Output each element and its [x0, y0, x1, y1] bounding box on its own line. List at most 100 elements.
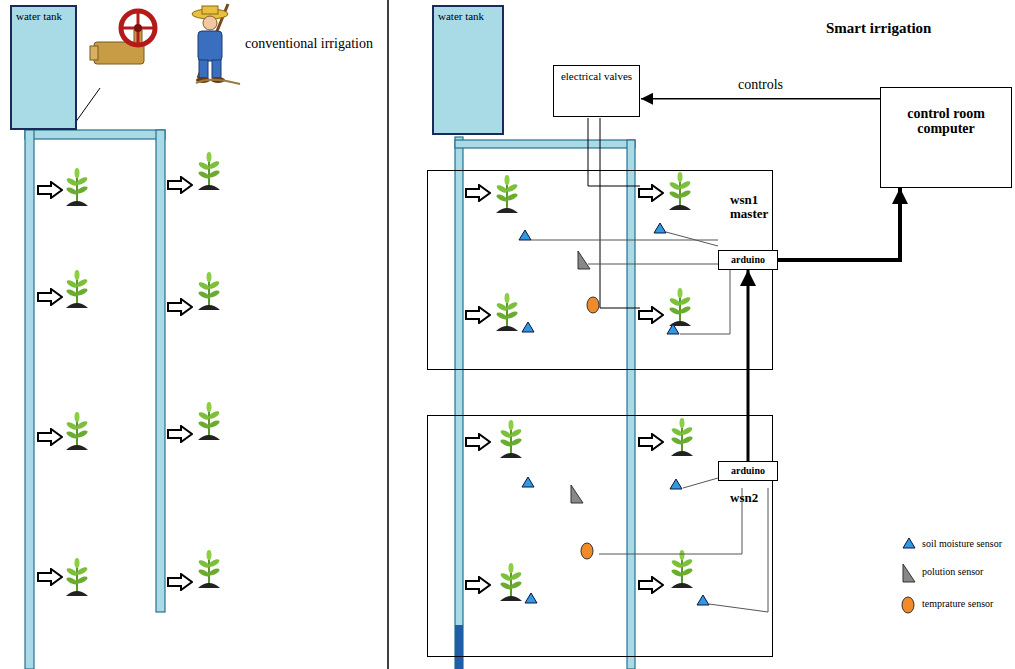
- sensor-wire: [683, 478, 718, 488]
- wsn-region: wsn1 masterarduino: [427, 170, 773, 370]
- node-text: electrical valves: [558, 70, 635, 82]
- node-text: arduino: [721, 465, 775, 476]
- legend-text: temprature sensor: [922, 598, 993, 609]
- sensor-wire: [680, 268, 730, 334]
- plant-icon: [670, 418, 693, 456]
- water-outlet-arrow: [168, 177, 192, 193]
- soil-moisture-sensor: [667, 324, 679, 334]
- water-pipe: [455, 625, 463, 669]
- water-outlet-arrow: [38, 182, 62, 198]
- farmer-icon: [196, 80, 240, 84]
- water-pipe: [455, 137, 635, 669]
- water-pipe: [25, 130, 34, 669]
- legend-sample: [903, 538, 915, 548]
- water-outlet-arrow: [38, 289, 62, 305]
- soil-moisture-sensor: [519, 223, 709, 605]
- plant-icon: [197, 272, 220, 310]
- node-text: water tank: [16, 10, 71, 22]
- legend-text: polution sensor: [922, 566, 983, 577]
- soil-moisture-sensor: [697, 595, 709, 605]
- plant-icon: [65, 152, 220, 596]
- legend-sample: [903, 564, 915, 582]
- plant-icon: [197, 550, 220, 588]
- valve-icon: [90, 46, 98, 60]
- farmer-icon: [192, 4, 240, 84]
- soil-moisture-sensor: [522, 322, 534, 332]
- soil-moisture-sensor: [670, 479, 682, 489]
- plant-icon: [668, 288, 691, 326]
- sensor-wire: [666, 232, 718, 246]
- legend-sample: [902, 538, 915, 613]
- connector-arrow: [778, 188, 900, 260]
- water-outlet-arrow: [466, 307, 490, 323]
- plant-icon: [197, 402, 220, 440]
- sensor-wire: [531, 240, 718, 241]
- plant-icon: [65, 412, 88, 450]
- pollution-sensor: [578, 251, 590, 269]
- water-outlet-arrow: [639, 577, 663, 593]
- farmer-icon: [202, 6, 218, 14]
- arduino-box: arduino: [718, 250, 778, 270]
- sensor-wire: [599, 488, 742, 554]
- valve-wire: [600, 118, 640, 308]
- farmer-icon: [212, 60, 221, 78]
- water-tank: water tank: [432, 5, 504, 135]
- water-outlet-arrow: [168, 426, 192, 442]
- plant-icon: [495, 172, 693, 601]
- valve-icon: [134, 24, 142, 32]
- sensor-wire: [709, 488, 768, 612]
- water-pipe: [455, 140, 635, 148]
- pollution-sensor: [571, 251, 590, 503]
- temperature-sensor: [587, 297, 599, 313]
- water-pipe: [455, 137, 463, 669]
- water-outlet-arrow: [639, 307, 663, 323]
- water-outlet-arrow: [466, 577, 490, 593]
- plant-icon: [668, 172, 691, 210]
- valve-icon: [90, 11, 155, 64]
- plant-icon: [499, 563, 522, 601]
- plant-icon: [499, 420, 522, 458]
- arduino-box: arduino: [718, 461, 778, 481]
- water-tank: water tank: [10, 5, 77, 130]
- valve-icon: [121, 11, 155, 45]
- plant-icon: [65, 270, 88, 308]
- water-outlet-arrow: [639, 185, 663, 201]
- plant-icon: [670, 550, 693, 588]
- water-outlet-arrow: [466, 185, 663, 593]
- valve-wire: [588, 118, 640, 308]
- water-pipe: [156, 130, 165, 612]
- water-pipe: [25, 130, 165, 669]
- water-outlet-arrow: [38, 429, 62, 445]
- node-text: water tank: [438, 10, 498, 22]
- soil-moisture-sensor: [519, 230, 531, 240]
- farmer-icon: [198, 31, 222, 61]
- water-outlet-arrow: [466, 185, 490, 201]
- heading-label: Smart irrigation: [826, 20, 931, 37]
- temperature-sensor: [581, 297, 599, 559]
- plant-icon: [65, 168, 88, 206]
- water-outlet-arrow: [639, 434, 663, 450]
- node-text: arduino: [721, 254, 775, 265]
- water-outlet-arrow: [38, 569, 62, 585]
- connector-arrow: [747, 270, 750, 461]
- farmer-icon: [199, 60, 208, 78]
- soil-moisture-sensor: [525, 593, 537, 603]
- region-label: wsn2: [730, 491, 772, 505]
- connector-arrow: [641, 98, 880, 100]
- edge-label: controls: [736, 77, 785, 92]
- plant-icon: [495, 293, 518, 331]
- soil-moisture-sensor: [522, 477, 534, 487]
- water-outlet-arrow: [168, 299, 192, 315]
- water-outlet-arrow: [168, 574, 192, 590]
- wsn-region: wsn2 arduino: [427, 415, 773, 657]
- plant-icon: [197, 152, 220, 190]
- computer-box: control room computer: [880, 87, 1012, 188]
- soil-moisture-sensor: [654, 223, 666, 233]
- divider-line: [387, 0, 389, 669]
- water-outlet-arrow: [466, 434, 490, 450]
- node-text: control room computer: [887, 106, 1005, 137]
- temperature-sensor: [581, 543, 593, 559]
- pollution-sensor: [571, 485, 583, 503]
